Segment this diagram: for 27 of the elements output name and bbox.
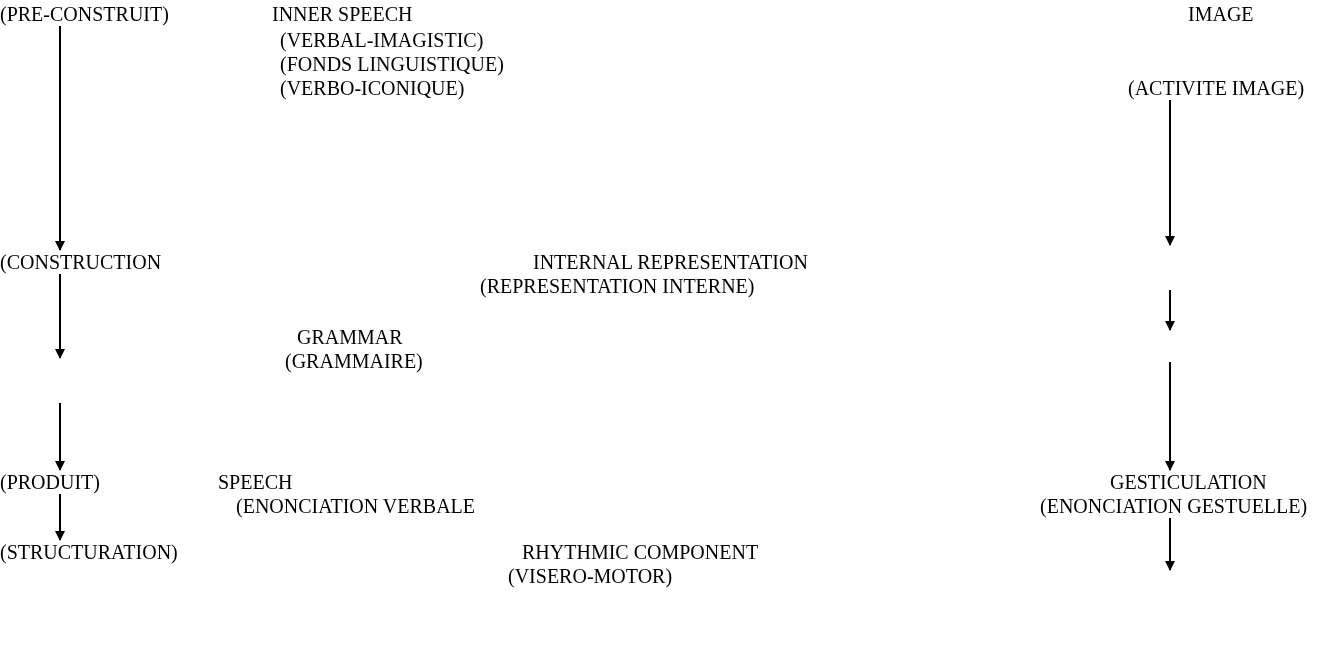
text-label: INTERNAL REPRESENTATION: [533, 250, 808, 274]
arrow: [55, 493, 65, 541]
text-label: RHYTHMIC COMPONENT: [522, 540, 759, 564]
text-label: (VERBAL-IMAGISTIC): [280, 28, 484, 52]
text-label: (GRAMMAIRE): [285, 349, 423, 373]
arrow: [1165, 361, 1175, 471]
arrow: [55, 273, 65, 359]
node-label: (CONSTRUCTION: [0, 250, 162, 274]
text-label: (ENONCIATION VERBALE: [236, 494, 476, 518]
node-label: (PRODUIT): [0, 470, 100, 494]
text-label: GRAMMAR: [297, 325, 403, 349]
arrow: [1165, 99, 1175, 246]
text-label: (VERBO-ICONIQUE): [280, 76, 465, 100]
text-label: INNER SPEECH: [272, 2, 413, 26]
node-subtitle: (ACTIVITE IMAGE): [1128, 76, 1305, 100]
arrow: [55, 25, 65, 251]
node-label: (STRUCTURATION): [0, 540, 178, 564]
arrow: [55, 402, 65, 471]
node-heading: GESTICULATION: [1110, 470, 1267, 494]
text-label: (FONDS LINGUISTIQUE): [280, 52, 504, 76]
node-heading: IMAGE: [1188, 2, 1254, 26]
text-label: (VISERO-MOTOR): [508, 564, 673, 588]
text-label: (REPRESENTATION INTERNE): [480, 274, 755, 298]
node-subtitle: (ENONCIATION GESTUELLE): [1040, 494, 1308, 518]
arrow: [1165, 517, 1175, 571]
node-label: (PRE-CONSTRUIT): [0, 2, 169, 26]
text-label: SPEECH: [218, 470, 293, 494]
